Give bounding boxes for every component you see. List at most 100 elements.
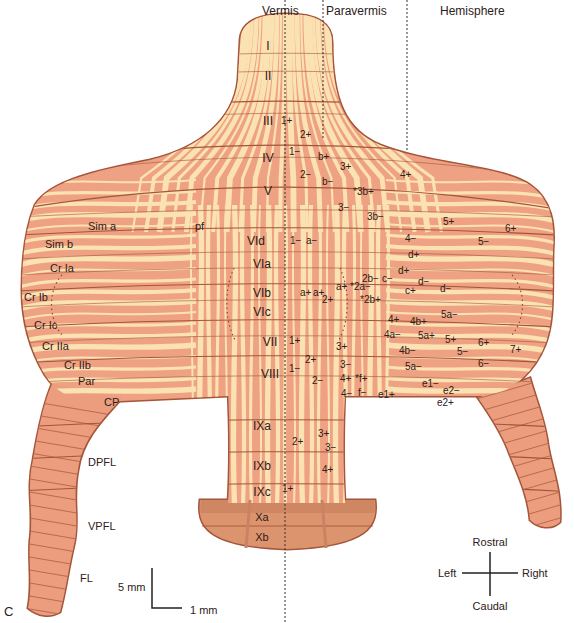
zebrin-stripe [334,10,441,232]
axis-label: Caudal [473,601,508,612]
stripe-label: 2+ [305,355,316,365]
lobule-label: VIc [253,306,270,318]
lobule-label: Sim a [88,221,116,232]
zebrin-stripe [335,205,337,505]
stripe-label: *f+ [355,374,368,384]
zebrin-stripe [322,10,401,232]
axis-label: Left [438,568,456,579]
folium-line [0,384,574,444]
stripe-label: 5+ [443,217,454,227]
zebrin-stripe [386,202,562,212]
lobule-label: Cr IIa [42,341,69,352]
lobule-label: Sim b [45,239,73,250]
stripe-label: 6− [478,359,489,369]
stripe-label: 7+ [510,345,521,355]
lobule-line [0,228,574,236]
folium-line [0,475,574,535]
axis-label: Right [522,568,548,579]
zebrin-stripe [12,235,196,245]
lobule-line [0,157,574,182]
stripe-label: d+ [398,266,409,276]
stripe-label: 1− [290,236,301,246]
lobule-line [0,113,574,138]
lobule-x-outline [199,500,375,549]
zebrin-stripes [12,10,562,505]
stripe-label: e1− [422,379,439,389]
scale-label: 1 mm [190,605,218,616]
region-label: Hemisphere [440,5,505,17]
zebrin-stripe [326,10,415,232]
stripe-label: 6+ [505,224,516,234]
lobule-label: IXc [253,486,270,498]
stripe-label: 3− [338,203,349,213]
stripe-label: 4+ [340,374,351,384]
folium-line [0,449,574,509]
stripe-label: 1− [289,364,300,374]
lobule-label: VPFL [88,521,116,532]
crus-dots [512,275,523,335]
stripe-label: d+ [408,250,419,260]
stripe-label: 4+ [388,315,399,325]
lobule-line [0,187,574,212]
stripe-label: 4b+ [410,317,427,327]
lobule-line [0,210,574,218]
lobule-label: V [264,185,272,197]
zebrin-stripe [208,205,210,505]
zebrin-stripe [216,205,218,505]
stripe-label: 4+ [322,465,333,475]
zebrin-stripe [12,191,196,201]
paravermis-boundary [407,0,408,150]
lobule-line [0,320,574,328]
folium-line [0,553,574,613]
zebrin-stripe [352,205,354,505]
folium-line [0,410,574,470]
lobule-line [0,300,574,308]
zebrin-stripe [327,205,329,505]
lobule-label: FL [80,573,93,584]
folium-lines [0,358,574,623]
stripe-label: 5+ [445,335,456,345]
folium-line [0,501,574,561]
zebrin-stripe [386,345,562,355]
zebrin-stripe [233,205,235,505]
stripe-label: d− [440,284,451,294]
stripe-label: 1+ [281,116,292,126]
lobule-label: VII [263,336,278,348]
stripe-label: 3+ [318,429,329,439]
zebrin-stripe [386,205,388,505]
zebrin-stripe [12,268,196,278]
lobule-label: Xb [255,532,268,543]
stripe-label: 2− [300,170,311,180]
zebrin-stripe [301,205,303,505]
stripe-label: e2− [443,386,460,396]
lobule-line [0,53,574,78]
zebrin-stripe [242,205,244,505]
lobule-line [202,526,373,527]
lobule-x-lines [202,500,373,548]
stripe-label: *2a− [350,282,371,292]
lobule-label: Cr Ic [34,320,57,331]
stripe-label: c+ [405,286,416,296]
lobule-line [0,101,574,126]
stripe-label: b− [322,177,333,187]
lobule-label: IV [262,152,273,164]
folium-line [0,540,574,600]
zebrin-stripe [386,213,562,223]
paraflocculus [478,378,560,527]
stripe-label: 3− [325,443,336,453]
stripe-label: c− [382,274,393,284]
lobule-label: I [266,40,269,52]
boundary-lines [285,0,407,623]
lobule-label: VId [247,235,265,247]
stripe-label: e2+ [437,398,454,408]
zebrin-stripe [225,205,227,505]
zebrin-stripe [12,257,196,267]
stripe-label: 4− [405,234,416,244]
folium-line [0,436,574,496]
stripe-label: a− [306,236,317,246]
stripe-label: 2+ [322,295,333,305]
lobule-label: VIII [261,368,279,380]
stripe-label: 5a− [441,310,458,320]
stripe-label: a+ [336,282,347,292]
